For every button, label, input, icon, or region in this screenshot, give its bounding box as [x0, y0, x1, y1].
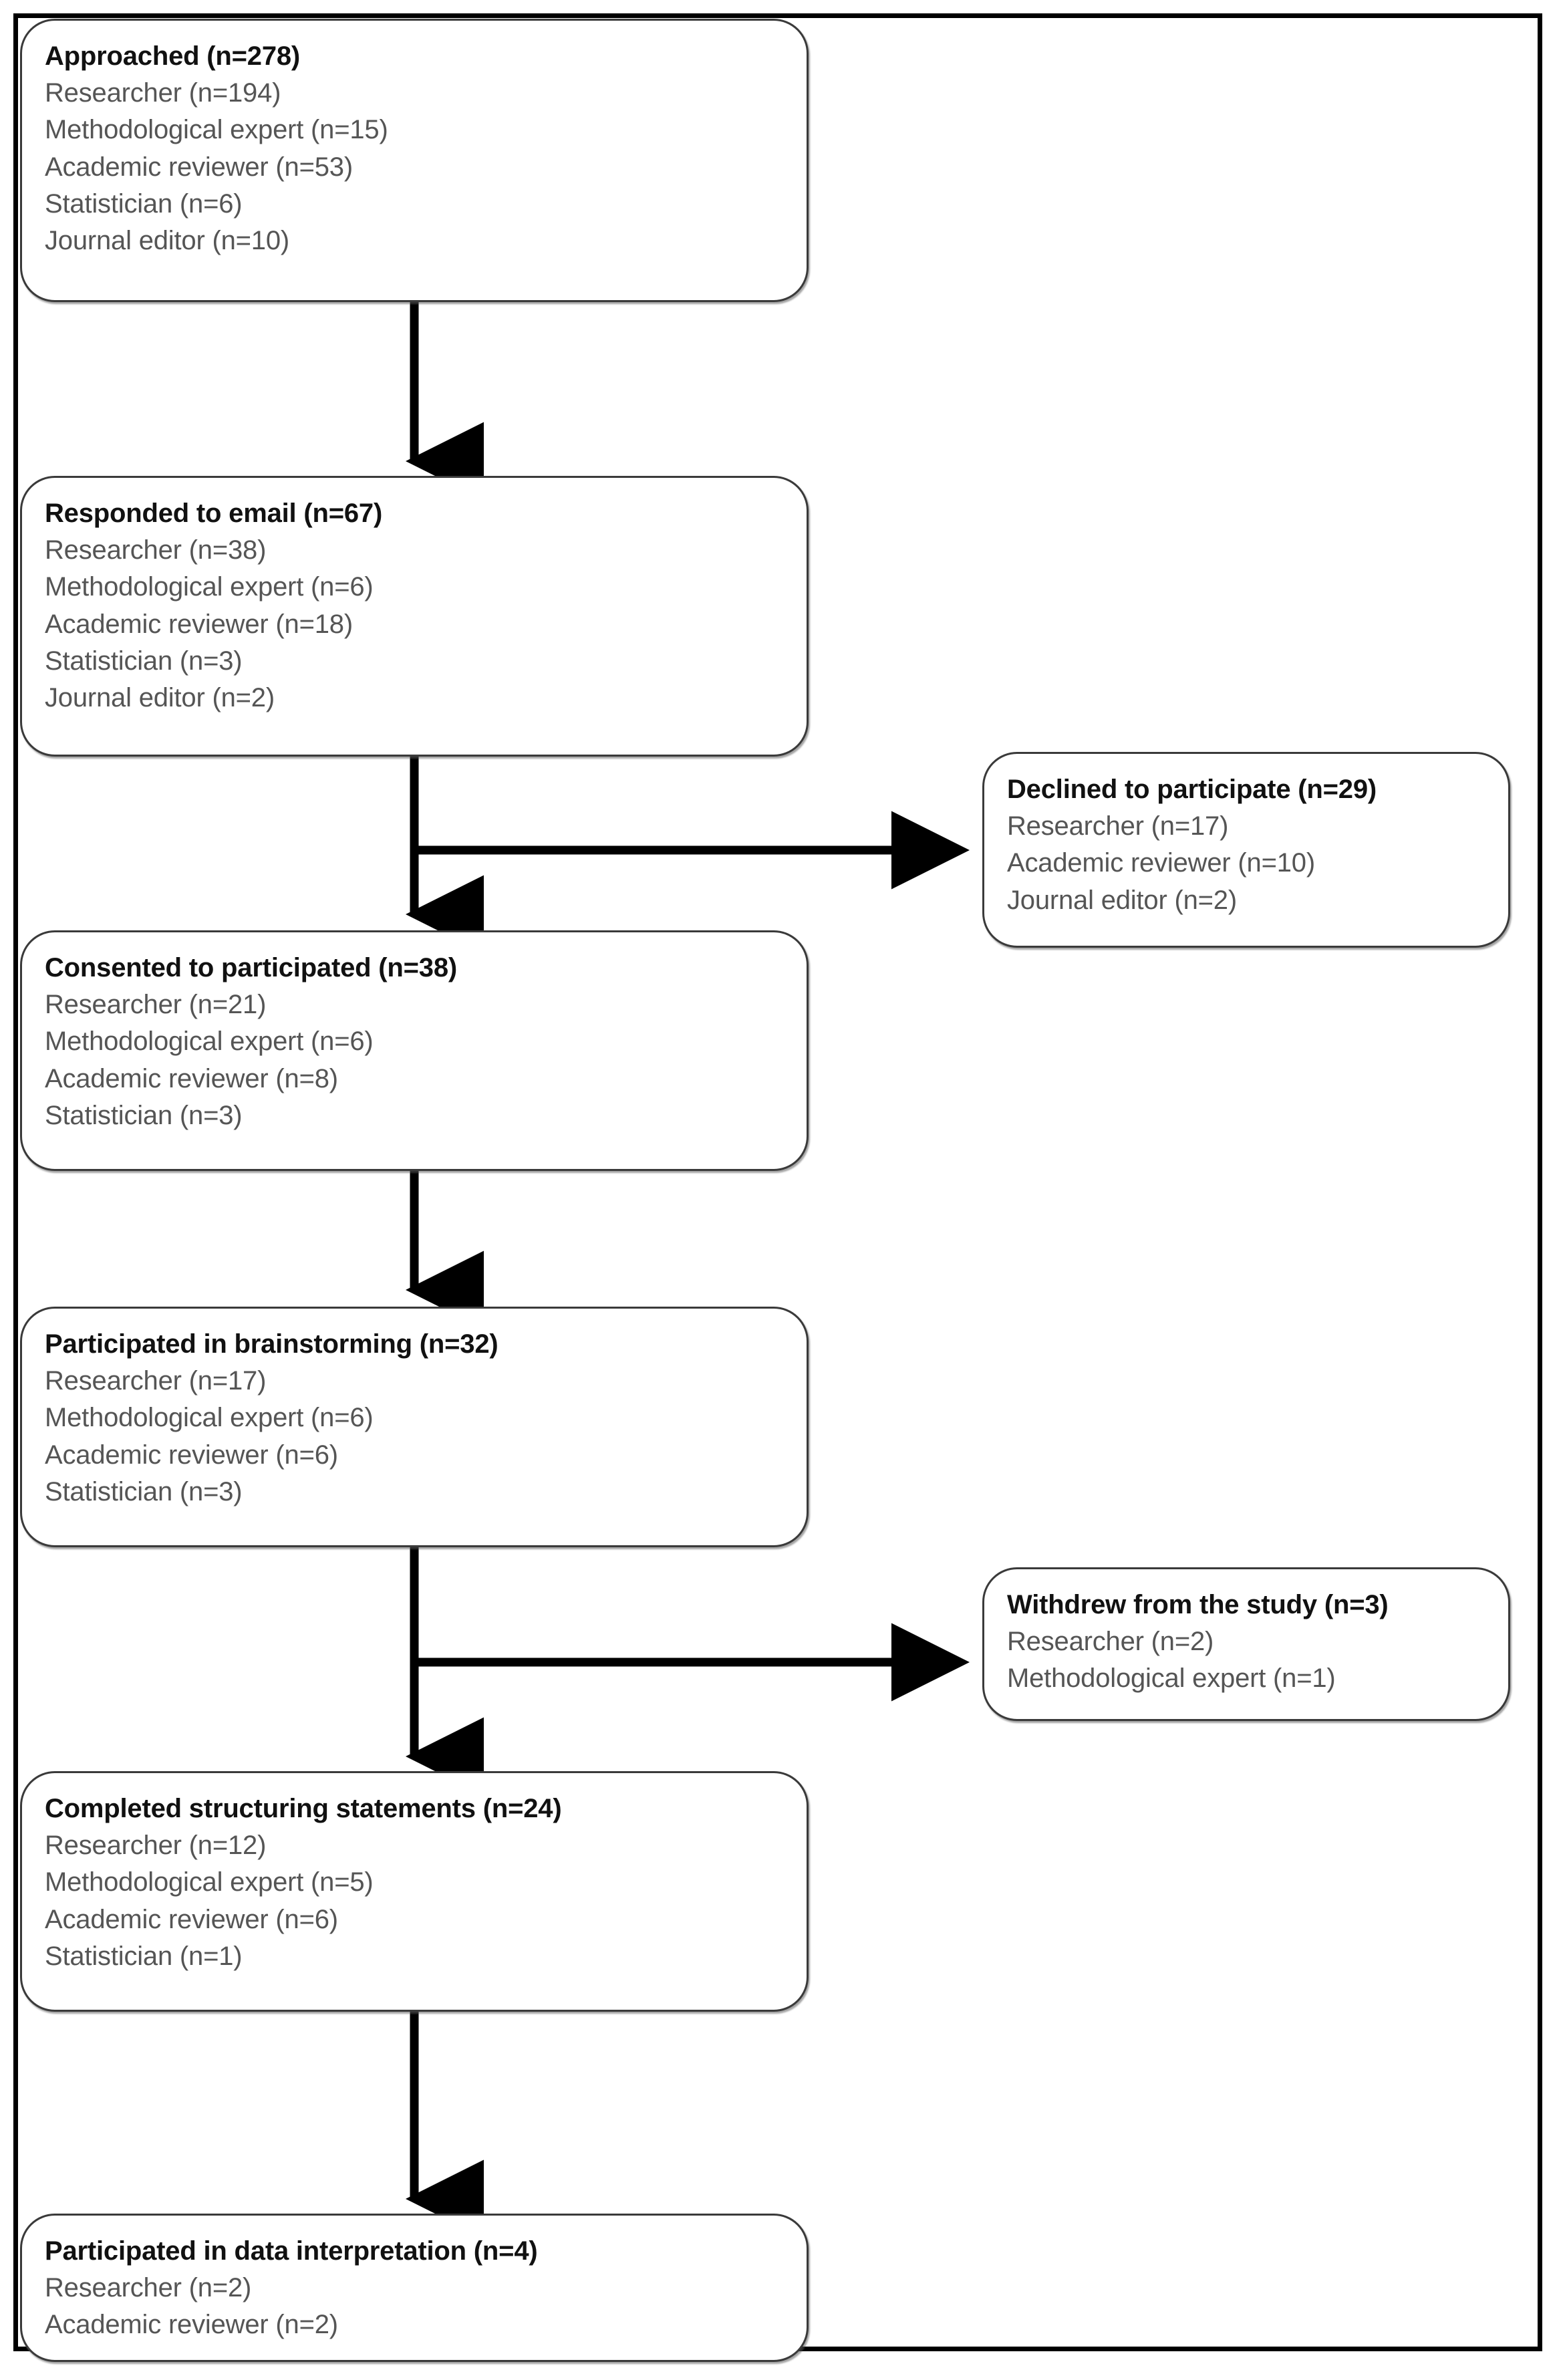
node-participated-in-brainstorming-line-1: Methodological expert (n=6): [45, 1403, 374, 1433]
node-completed-structuring-statements-line-1: Methodological expert (n=5): [45, 1867, 374, 1897]
node-completed-structuring-statements-line-0: Researcher (n=12): [45, 1831, 267, 1861]
node-participated-in-data-interpretation-line-1: Academic reviewer (n=2): [45, 2310, 338, 2340]
node-responded-to-email-line-1: Methodological expert (n=6): [45, 572, 374, 602]
node-completed-structuring-statements-line-2: Academic reviewer (n=6): [45, 1904, 338, 1934]
node-declined-to-participate[interactable]: Declined to participate (n=29) Researche…: [982, 752, 1510, 948]
node-declined-to-participate-title: Declined to participate (n=29): [1007, 775, 1377, 804]
node-participated-in-data-interpretation-line-0: Researcher (n=2): [45, 2273, 252, 2303]
node-declined-to-participate-line-0: Researcher (n=17): [1007, 811, 1229, 841]
node-consented-to-participated-line-3: Statistician (n=3): [45, 1100, 243, 1130]
node-responded-to-email-line-0: Researcher (n=38): [45, 535, 267, 565]
node-participated-in-brainstorming-line-2: Academic reviewer (n=6): [45, 1440, 338, 1470]
node-withdrew-from-the-study-line-1: Methodological expert (n=1): [1007, 1664, 1336, 1694]
node-participated-in-brainstorming-line-3: Statistician (n=3): [45, 1476, 243, 1506]
node-participated-in-brainstorming[interactable]: Participated in brainstorming (n=32) Res…: [20, 1307, 809, 1547]
node-completed-structuring-statements[interactable]: Completed structuring statements (n=24) …: [20, 1771, 809, 2012]
node-participated-in-brainstorming-title: Participated in brainstorming (n=32): [45, 1329, 498, 1359]
node-approached-line-0: Researcher (n=194): [45, 78, 281, 108]
node-responded-to-email[interactable]: Responded to email (n=67) Researcher (n=…: [20, 476, 809, 757]
node-responded-to-email-title: Responded to email (n=67): [45, 499, 383, 528]
node-completed-structuring-statements-line-3: Statistician (n=1): [45, 1941, 243, 1971]
node-approached-line-4: Journal editor (n=10): [45, 225, 290, 255]
node-participated-in-data-interpretation-title: Participated in data interpretation (n=4…: [45, 2236, 538, 2266]
node-approached-line-2: Academic reviewer (n=53): [45, 152, 353, 182]
node-consented-to-participated-title: Consented to participated (n=38): [45, 953, 458, 982]
node-approached[interactable]: Approached (n=278) Researcher (n=194) Me…: [20, 19, 809, 302]
node-approached-title: Approached (n=278): [45, 41, 301, 71]
node-withdrew-from-the-study-line-0: Researcher (n=2): [1007, 1627, 1214, 1657]
node-responded-to-email-line-4: Journal editor (n=2): [45, 682, 275, 712]
node-withdrew-from-the-study[interactable]: Withdrew from the study (n=3) Researcher…: [982, 1567, 1510, 1721]
node-participated-in-data-interpretation[interactable]: Participated in data interpretation (n=4…: [20, 2214, 809, 2362]
node-responded-to-email-line-2: Academic reviewer (n=18): [45, 609, 353, 639]
node-consented-to-participated-line-2: Academic reviewer (n=8): [45, 1063, 338, 1093]
node-declined-to-participate-line-2: Journal editor (n=2): [1007, 885, 1237, 915]
node-declined-to-participate-line-1: Academic reviewer (n=10): [1007, 848, 1315, 878]
node-approached-line-1: Methodological expert (n=15): [45, 115, 388, 145]
node-participated-in-brainstorming-line-0: Researcher (n=17): [45, 1366, 267, 1396]
node-consented-to-participated-line-0: Researcher (n=21): [45, 990, 267, 1020]
node-withdrew-from-the-study-title: Withdrew from the study (n=3): [1007, 1590, 1389, 1619]
node-responded-to-email-line-3: Statistician (n=3): [45, 646, 243, 676]
node-consented-to-participated[interactable]: Consented to participated (n=38) Researc…: [20, 930, 809, 1171]
node-consented-to-participated-line-1: Methodological expert (n=6): [45, 1027, 374, 1057]
node-approached-line-3: Statistician (n=6): [45, 188, 243, 219]
node-completed-structuring-statements-title: Completed structuring statements (n=24): [45, 1794, 562, 1823]
